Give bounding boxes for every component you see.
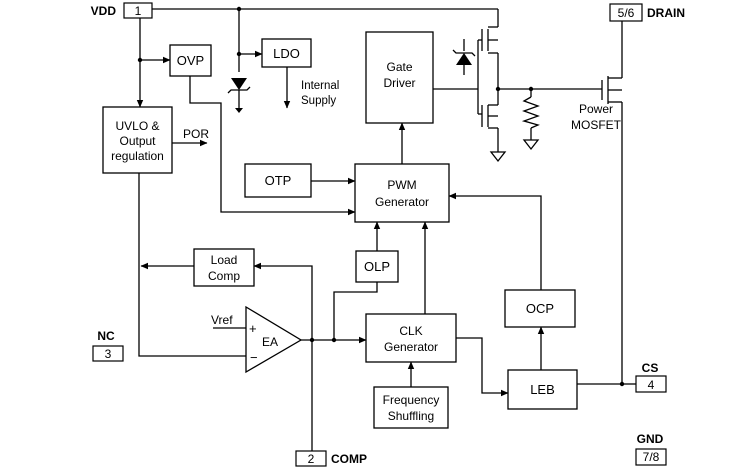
- gate-driver-label: Driver: [384, 76, 416, 90]
- ovp-block: OVP: [169, 44, 212, 77]
- otp-block: OTP: [244, 163, 312, 198]
- pwm-label: Generator: [375, 195, 429, 209]
- frequency-shuffling-block: Frequency Shuffling: [373, 386, 449, 429]
- clk-label: CLK: [399, 324, 422, 338]
- pin-comp: 2 COMP: [295, 450, 367, 467]
- error-amplifier: + − EA: [245, 305, 303, 374]
- high-side-transistor-icon: [478, 26, 499, 56]
- pin-gnd: GND 7/8: [635, 432, 667, 466]
- pwm-label: PWM: [387, 178, 416, 192]
- ground-icon: [489, 151, 507, 163]
- power-mosfet-label: MOSFET: [571, 118, 622, 132]
- ea-plus-sign: +: [249, 321, 257, 336]
- resistor-icon: [521, 96, 540, 129]
- uvlo-label: regulation: [111, 149, 164, 163]
- power-mosfet-label: Power: [579, 102, 613, 116]
- pin-drain-label: DRAIN: [647, 6, 685, 20]
- load-comp-label: Comp: [208, 269, 240, 283]
- pin-cs: CS 4: [635, 361, 667, 393]
- ldo-block: LDO: [261, 38, 312, 68]
- gate-driver-label: Gate: [386, 60, 412, 74]
- olp-label: OLP: [364, 259, 390, 274]
- ocp-block: OCP: [504, 289, 576, 328]
- power-mosfet-icon: [601, 76, 622, 104]
- vref-label: Vref: [211, 313, 233, 327]
- clk-generator-block: CLK Generator: [365, 313, 457, 363]
- pin-vdd: VDD 1: [91, 2, 153, 19]
- load-comp-label: Load: [211, 253, 238, 267]
- pwm-generator-block: PWM Generator: [354, 163, 450, 223]
- gate-driver-block: Gate Driver: [365, 31, 434, 124]
- wires: [136, 8, 636, 451]
- uvlo-block: UVLO & Output regulation: [102, 106, 173, 174]
- por-label: POR: [183, 127, 209, 141]
- pin-cs-label: CS: [642, 361, 659, 375]
- ovp-label: OVP: [177, 53, 204, 68]
- otp-label: OTP: [265, 173, 292, 188]
- freq-label: Shuffling: [388, 409, 434, 423]
- uvlo-label: UVLO &: [115, 119, 159, 133]
- pin-nc-number: 3: [105, 347, 112, 361]
- pin-nc-label: NC: [97, 329, 115, 343]
- pin-cs-number: 4: [648, 378, 655, 392]
- pin-gnd-label: GND: [637, 432, 664, 446]
- pin-drain: 5/6 DRAIN: [609, 3, 685, 22]
- ground-icon: [522, 139, 540, 151]
- freq-label: Frequency: [383, 393, 440, 407]
- clk-label: Generator: [384, 340, 438, 354]
- ea-minus-sign: −: [250, 350, 258, 365]
- pin-gnd-number: 7/8: [643, 450, 660, 464]
- load-comp-block: Load Comp: [193, 248, 255, 287]
- driver-zener-icon: [452, 49, 476, 65]
- ocp-label: OCP: [526, 301, 554, 316]
- pin-nc: NC 3: [92, 329, 124, 362]
- internal-supply-label: Supply: [301, 95, 336, 107]
- olp-block: OLP: [355, 250, 399, 283]
- pin-drain-number: 5/6: [618, 6, 635, 20]
- ldo-label: LDO: [273, 46, 300, 61]
- internal-supply-label: Internal: [301, 80, 339, 92]
- pin-vdd-label: VDD: [91, 4, 117, 18]
- pin-vdd-number: 1: [135, 4, 142, 18]
- junction-dots: [137, 6, 625, 387]
- uvlo-label: Output: [119, 134, 156, 148]
- low-side-transistor-icon: [478, 104, 499, 132]
- zener-diode-icon: [227, 78, 251, 113]
- pin-comp-number: 2: [308, 452, 315, 466]
- ea-label: EA: [262, 335, 278, 349]
- leb-block: LEB: [507, 369, 578, 410]
- leb-label: LEB: [530, 382, 555, 397]
- pin-comp-label: COMP: [331, 452, 367, 466]
